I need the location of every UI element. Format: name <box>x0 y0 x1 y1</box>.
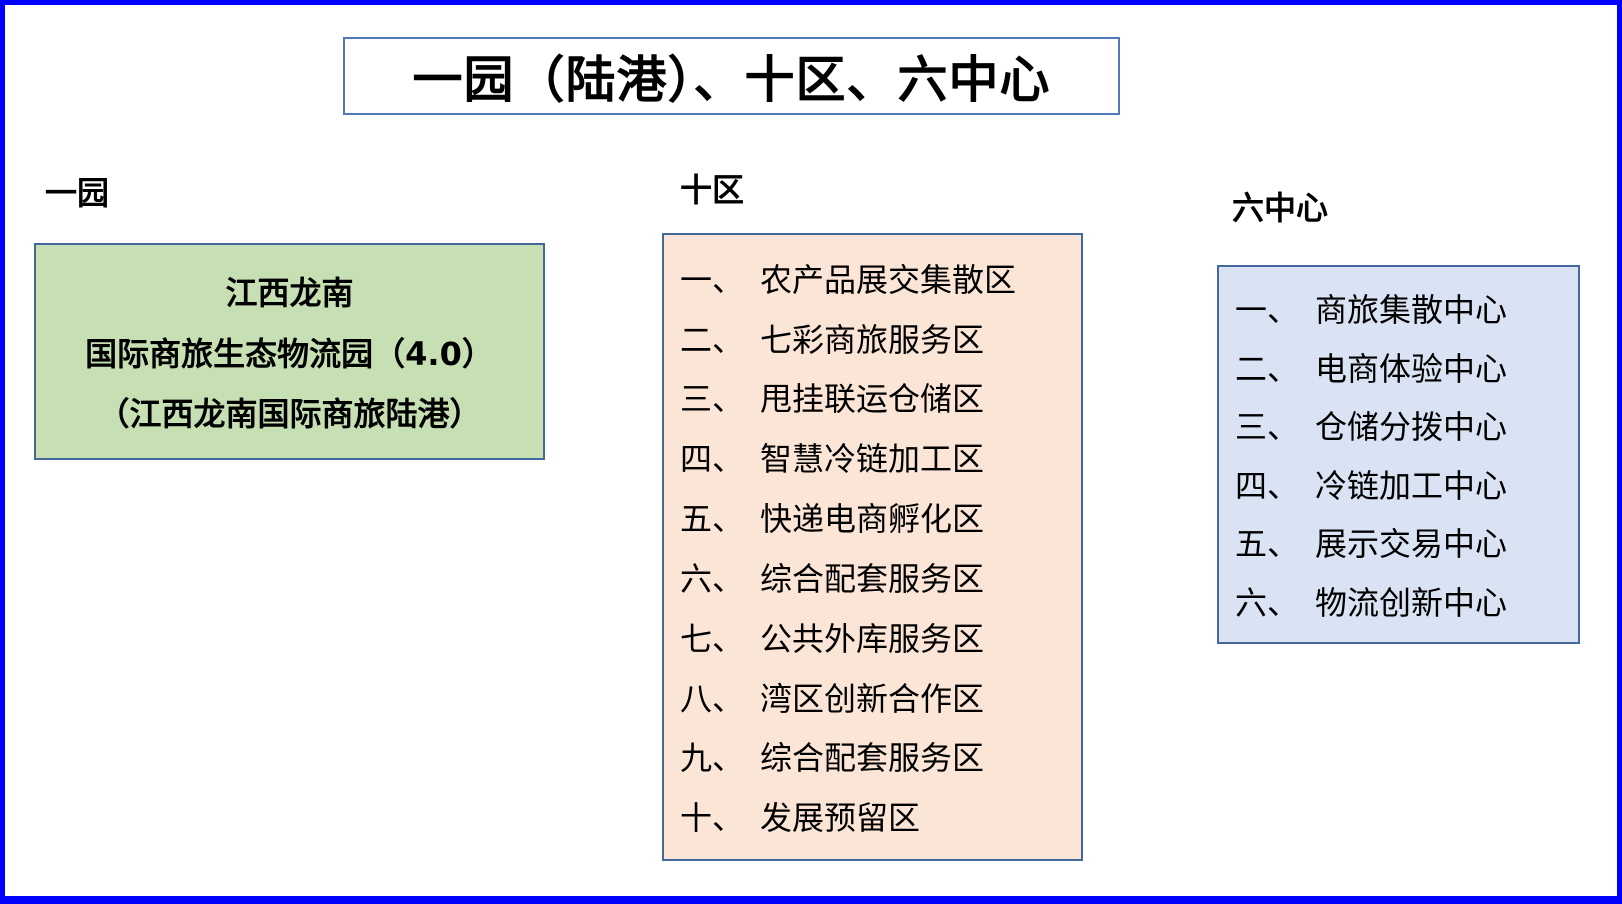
page-title: 一园（陆港）、十区、六中心 <box>412 51 1051 109</box>
item-label: 甩挂联运仓储区 <box>760 380 985 419</box>
six-centers-box: 一、商旅集散中心 二、电商体验中心 三、仓储分拨中心 四、冷链加工中心 五、展示… <box>1217 265 1580 644</box>
item-number: 五、 <box>680 500 745 539</box>
ten-zones-header: 十区 <box>680 171 745 209</box>
item-number: 一、 <box>1235 291 1300 330</box>
item-label: 湾区创新合作区 <box>760 679 985 718</box>
item-label: 冷链加工中心 <box>1315 466 1508 505</box>
six-centers-header: 六中心 <box>1232 189 1329 227</box>
ten-zones-box: 一、农产品展交集散区 二、七彩商旅服务区 三、甩挂联运仓储区 四、智慧冷链加工区… <box>662 233 1083 861</box>
item-number: 六、 <box>680 559 745 598</box>
item-label: 快递电商孵化区 <box>760 500 985 539</box>
park-line: 国际商旅生态物流园（4.0） <box>85 334 494 373</box>
item-number: 三、 <box>680 380 745 419</box>
item-label: 农产品展交集散区 <box>760 260 1017 299</box>
item-number: 六、 <box>1235 583 1300 622</box>
list-item: 五、展示交易中心 <box>1235 519 1578 565</box>
list-item: 一、农产品展交集散区 <box>680 255 1081 301</box>
one-park-box: 江西龙南 国际商旅生态物流园（4.0） （江西龙南国际商旅陆港） <box>34 243 545 460</box>
item-number: 四、 <box>680 440 745 479</box>
item-label: 商旅集散中心 <box>1315 291 1508 330</box>
item-number: 十、 <box>680 799 745 838</box>
list-item: 二、七彩商旅服务区 <box>680 315 1081 361</box>
list-item: 五、快递电商孵化区 <box>680 494 1081 540</box>
item-label: 电商体验中心 <box>1315 349 1508 388</box>
list-item: 二、电商体验中心 <box>1235 344 1578 390</box>
list-item: 九、综合配套服务区 <box>680 733 1081 779</box>
item-label: 展示交易中心 <box>1315 525 1508 564</box>
page-title-box: 一园（陆港）、十区、六中心 <box>343 37 1120 115</box>
item-number: 一、 <box>680 260 745 299</box>
item-number: 七、 <box>680 619 745 658</box>
item-number: 八、 <box>680 679 745 718</box>
item-label: 仓储分拨中心 <box>1315 408 1508 447</box>
list-item: 三、仓储分拨中心 <box>1235 402 1578 448</box>
list-item: 一、商旅集散中心 <box>1235 285 1578 331</box>
list-item: 四、冷链加工中心 <box>1235 461 1578 507</box>
item-label: 综合配套服务区 <box>760 739 985 778</box>
list-item: 八、湾区创新合作区 <box>680 674 1081 720</box>
list-item: 六、综合配套服务区 <box>680 554 1081 600</box>
list-item: 七、公共外库服务区 <box>680 614 1081 660</box>
item-label: 智慧冷链加工区 <box>760 440 985 479</box>
park-line: （江西龙南国际商旅陆港） <box>97 395 482 434</box>
item-number: 四、 <box>1235 466 1300 505</box>
one-park-header: 一园 <box>45 174 110 212</box>
item-label: 发展预留区 <box>760 799 921 838</box>
item-label: 物流创新中心 <box>1315 583 1508 622</box>
item-number: 五、 <box>1235 525 1300 564</box>
item-label: 七彩商旅服务区 <box>760 320 985 359</box>
item-label: 综合配套服务区 <box>760 559 985 598</box>
list-item: 六、物流创新中心 <box>1235 578 1578 624</box>
list-item: 四、智慧冷链加工区 <box>680 434 1081 480</box>
list-item: 十、发展预留区 <box>680 793 1081 839</box>
park-line: 江西龙南 <box>225 273 354 312</box>
item-number: 三、 <box>1235 408 1300 447</box>
list-item: 三、甩挂联运仓储区 <box>680 374 1081 420</box>
item-number: 二、 <box>680 320 745 359</box>
item-number: 九、 <box>680 739 745 778</box>
item-label: 公共外库服务区 <box>760 619 985 658</box>
item-number: 二、 <box>1235 349 1300 388</box>
